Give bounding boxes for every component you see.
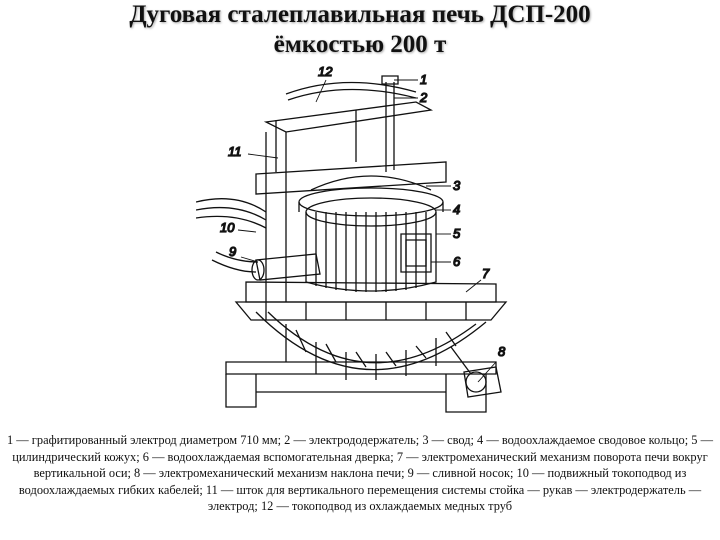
rocker-cradle: [255, 311, 487, 380]
slide-title: Дуговая сталеплавильная печь ДСП-200 ёмк…: [0, 0, 720, 60]
cables: [196, 81, 417, 273]
furnace-drawing: 1 2 3 4 5 6 7 8 9 10 11 12: [196, 62, 528, 426]
title-line-1: Дуговая сталеплавильная печь ДСП-200: [129, 1, 591, 28]
callout-12: 12: [318, 64, 333, 79]
spout: [251, 253, 321, 281]
callout-10: 10: [220, 220, 235, 235]
callout-1: 1: [420, 72, 427, 87]
tilt-drive: [450, 346, 502, 398]
door: [400, 233, 432, 273]
title-line-2: ёмкостью 200 т: [273, 31, 447, 58]
callout-5: 5: [453, 226, 461, 241]
mast: [255, 75, 447, 302]
callout-6: 6: [453, 254, 461, 269]
callout-11: 11: [228, 144, 242, 159]
callout-7: 7: [482, 266, 490, 281]
callout-8: 8: [498, 344, 506, 359]
figure-caption: 1 — графитированный электрод диаметром 7…: [7, 433, 713, 514]
callout-9: 9: [229, 244, 236, 259]
callout-2: 2: [419, 90, 428, 105]
callout-3: 3: [453, 178, 461, 193]
callout-labels: 1 2 3 4 5 6 7 8 9 10 11 12: [219, 63, 506, 359]
platform: [234, 281, 508, 321]
leader-lines: [237, 79, 497, 383]
callout-4: 4: [453, 202, 460, 217]
